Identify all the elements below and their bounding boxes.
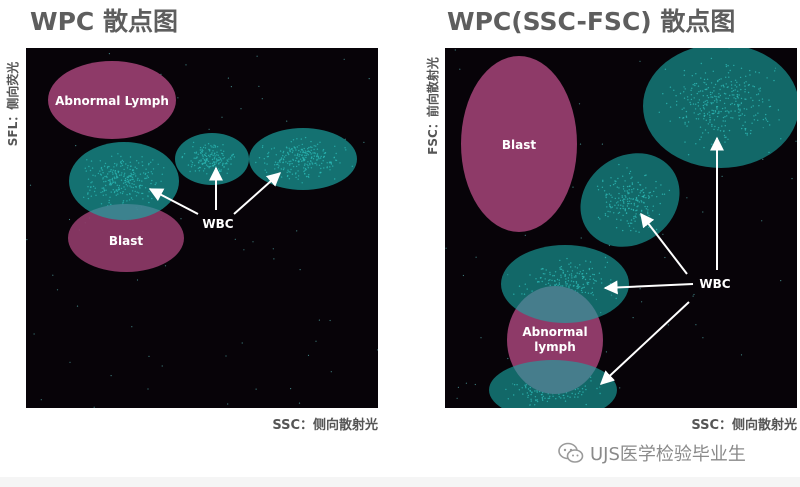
abnormal-label-line2: lymph	[534, 340, 576, 354]
wbc-cluster-middle	[580, 153, 680, 247]
blast-label: Blast	[502, 138, 537, 152]
wbc-arrow-bottom	[599, 301, 690, 385]
left-panel-title: WPC 散点图	[30, 7, 178, 36]
watermark-text: UJS医学检验毕业生	[590, 444, 746, 465]
wbc-cluster-top	[643, 48, 797, 168]
wbc-cluster-3	[249, 128, 357, 190]
blast-region	[461, 56, 577, 232]
wbc-label: WBC	[699, 277, 730, 291]
watermark: UJS医学检验毕业生	[558, 441, 746, 465]
footer-bar	[0, 437, 800, 487]
abnormal-lymph-region	[48, 61, 176, 139]
wbc-arrow-3	[233, 172, 282, 215]
left-scatter-svg: Abnormal Lymph Blast WBC	[26, 53, 378, 408]
blast-label: Blast	[109, 234, 144, 248]
wbc-cluster-2	[175, 133, 249, 185]
left-scatter-plot: Abnormal Lymph Blast WBC	[26, 48, 378, 408]
wbc-arrow-middle	[640, 212, 688, 275]
footer-inner	[0, 437, 800, 477]
right-scatter-plot: Blast Abnormal lymph WBC	[445, 48, 797, 408]
abnormal-label-line1: Abnormal	[522, 325, 587, 339]
left-y-axis-label: SFL：侧向荧光	[6, 61, 20, 147]
right-scatter-svg: Blast Abnormal lymph WBC	[445, 48, 797, 408]
wbc-cluster-bottom	[489, 360, 617, 408]
wbc-label: WBC	[202, 217, 233, 231]
right-x-axis-label: SSC：侧向散射光	[691, 418, 797, 433]
blast-region	[68, 204, 184, 272]
wbc-cluster-lower	[501, 245, 629, 323]
left-x-axis-label: SSC：侧向散射光	[272, 418, 378, 433]
wechat-icon	[558, 442, 584, 463]
wbc-arrow-lower	[603, 280, 694, 295]
right-y-axis-label: FSC：前向散射光	[426, 57, 440, 155]
right-panel-title: WPC(SSC-FSC) 散点图	[447, 7, 736, 36]
wbc-cluster-1	[69, 142, 179, 220]
abnormal-lymph-label: Abnormal Lymph	[55, 94, 169, 108]
wbc-arrow-1	[148, 188, 199, 215]
